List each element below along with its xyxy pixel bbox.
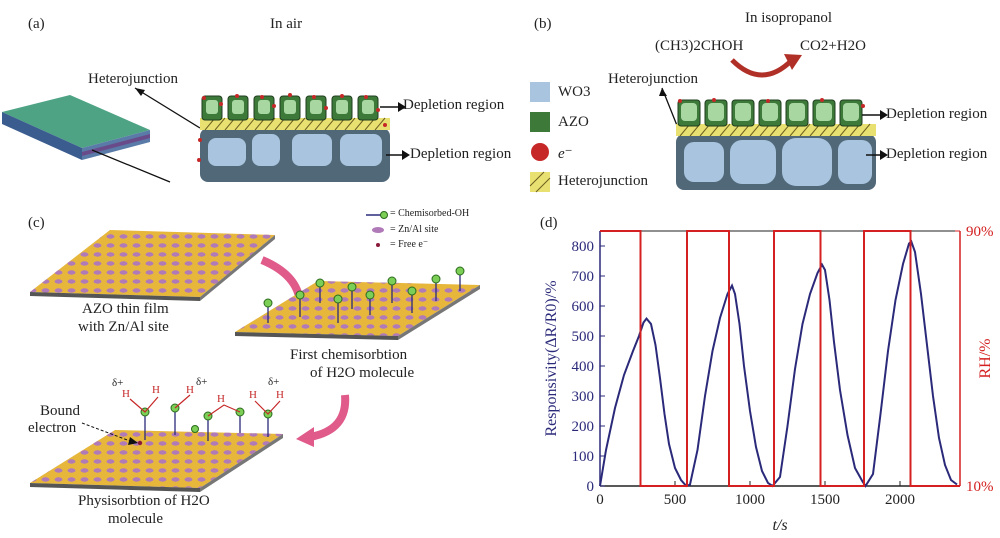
panel-b-depletion-top: Depletion region: [886, 106, 988, 122]
panel-a-heterojunction-label: Heterojunction: [88, 71, 178, 87]
y-tick-label: 400: [572, 359, 595, 375]
legend-swatch-electron: [531, 143, 549, 161]
legend-chemisorbed-oh: = Chemisorbed-OH: [390, 208, 470, 219]
panel-b-heterojunction-label: Heterojunction: [608, 71, 698, 87]
h-atom: H: [217, 393, 225, 405]
panel-b: (b) In isopropanol (CH3)2CHOH CO2+H2O He…: [500, 0, 1000, 200]
first-chemisorption-plate: [235, 281, 480, 340]
legend-electron: e⁻: [558, 146, 573, 162]
panel-c: (c) = Chemisorbed-OH = Zn/Al site = Free…: [0, 205, 520, 538]
panel-a-title: In air: [270, 16, 303, 32]
legend-free-electron: = Free e⁻: [390, 239, 429, 250]
substrate-block: [2, 95, 150, 160]
reaction-arrow: [730, 58, 794, 78]
h-atom: H: [249, 389, 257, 401]
delta-plus-label: δ+: [268, 376, 279, 388]
rh-step-line: [600, 230, 960, 487]
legend-azo: AZO: [558, 114, 589, 130]
caption-film-line1: AZO thin film: [82, 301, 169, 317]
panel-a-depletion-bottom: Depletion region: [410, 146, 512, 162]
h-atom: H: [152, 384, 160, 396]
responsivity-line: [599, 239, 958, 488]
y-tick-label: 800: [572, 239, 595, 255]
delta-plus-label: δ+: [112, 377, 123, 389]
y-tick-label: 700: [572, 269, 595, 285]
h-atom: H: [276, 389, 284, 401]
x-axis-label: t/s: [772, 517, 787, 534]
panel-a: (a) In air Heterojunction Depletion regi…: [0, 0, 511, 200]
responsivity-chart: 0 500 1000 1500 2000 0 100 200 300 400 500 600 700 80…: [543, 224, 994, 534]
h-atom: H: [186, 384, 194, 396]
caption-film-line2: with Zn/Al site: [78, 319, 169, 335]
legend-glyphs: [366, 211, 388, 247]
y2-tick-label: 90%: [966, 224, 994, 240]
y2-axis-label: RH/%: [977, 339, 994, 379]
reactant-formula: (CH3)2CHOH: [655, 38, 744, 54]
x-tick-label: 500: [664, 492, 687, 508]
x-tick-label: 1000: [735, 492, 765, 508]
product-formula: CO2+H2O: [800, 38, 866, 54]
caption-first-line1: First chemisorbtion: [290, 347, 408, 363]
panel-c-label: (c): [28, 215, 45, 231]
y-tick-label: 500: [572, 329, 595, 345]
y-tick-label: 600: [572, 299, 595, 315]
legend-swatch-heterojunction: [529, 171, 551, 193]
y-tick-label: 100: [572, 449, 595, 465]
panel-a-drawing: [2, 87, 410, 183]
x-tick-label: 0: [596, 492, 604, 508]
bound-label: Bound: [40, 403, 81, 419]
legend-swatch-azo: [530, 112, 550, 132]
panel-b-drawing: [529, 54, 888, 193]
y-tick-label: 200: [572, 419, 595, 435]
azo-film-plate: [30, 230, 275, 301]
panel-a-depletion-top: Depletion region: [403, 97, 505, 113]
electron-label: electron: [28, 420, 77, 436]
panel-d: (d) 0 500 1000 1500 2000 0 100 200 300 400 500 600 7…: [520, 205, 1000, 538]
panel-c-drawing: H H H H H H δ+ δ+ δ+: [30, 211, 480, 492]
legend-wo3: WO3: [558, 84, 591, 100]
caption-phys-line1: Physisorbtion of H2O: [78, 493, 210, 509]
legend-zn-al-site: = Zn/Al site: [390, 224, 439, 235]
panel-a-label: (a): [28, 16, 45, 32]
delta-plus-label: δ+: [196, 376, 207, 388]
legend-swatch-wo3: [530, 82, 550, 102]
panel-d-label: (d): [540, 215, 558, 231]
panel-b-depletion-bottom: Depletion region: [886, 146, 988, 162]
h-atom: H: [122, 388, 130, 400]
panel-b-label: (b): [534, 16, 552, 32]
caption-first-line2: of H2O molecule: [310, 365, 415, 381]
caption-phys-line2: molecule: [108, 511, 163, 527]
x-tick-label: 1500: [810, 492, 840, 508]
y-tick-label: 0: [587, 479, 595, 495]
physisorption-plate: [30, 430, 283, 492]
panel-b-title: In isopropanol: [745, 10, 833, 26]
y2-tick-label: 10%: [966, 479, 994, 495]
y-tick-label: 300: [572, 389, 595, 405]
y-axis-label: Responsivity(ΔR/R0)/%: [543, 280, 560, 436]
legend-heterojunction: Heterojunction: [558, 173, 648, 189]
x-tick-label: 2000: [885, 492, 915, 508]
